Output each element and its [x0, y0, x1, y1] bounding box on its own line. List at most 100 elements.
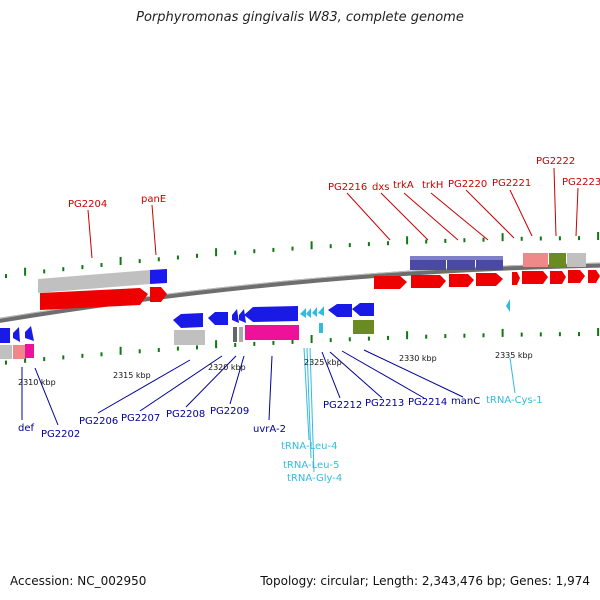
gene-bar[interactable] — [150, 269, 167, 284]
gene-label[interactable]: def — [18, 423, 35, 434]
gene-bar[interactable] — [523, 253, 548, 267]
trna-arrow[interactable] — [306, 308, 311, 318]
cds-arrow[interactable] — [239, 309, 246, 323]
tick-mark — [272, 340, 275, 345]
gene-label[interactable]: PG2223 — [562, 177, 600, 188]
gene-label[interactable]: trkA — [393, 180, 414, 191]
tick-mark — [425, 239, 428, 244]
cds-arrow[interactable] — [0, 328, 10, 343]
gene-label[interactable]: PG2207 — [121, 413, 160, 424]
gene-label[interactable]: PG2213 — [365, 398, 404, 409]
trna-label[interactable]: tRNA-Cys-1 — [486, 395, 543, 406]
trna-arrow[interactable] — [318, 306, 324, 316]
tick-mark — [119, 346, 122, 355]
gene-bar[interactable] — [174, 330, 205, 345]
trna-arrow[interactable] — [506, 299, 510, 312]
gene-label[interactable]: PG2214 — [408, 397, 447, 408]
gene-bar[interactable] — [245, 325, 299, 340]
gene-label[interactable]: PG2209 — [210, 406, 249, 417]
genome-summary-text: Topology: circular; Length: 2,343,476 bp… — [260, 574, 590, 588]
tick-mark — [138, 349, 141, 354]
cds-arrow[interactable] — [449, 274, 474, 287]
gene-bar[interactable] — [567, 253, 586, 267]
tick-mark — [157, 348, 160, 352]
gene-bar[interactable] — [233, 327, 237, 342]
cds-arrow[interactable] — [40, 288, 148, 310]
tick-mark — [62, 355, 65, 360]
scale-label: 2315 kbp — [113, 371, 151, 380]
cds-arrow[interactable] — [328, 304, 352, 317]
trna-arrow[interactable] — [319, 323, 323, 333]
cds-arrow[interactable] — [512, 272, 520, 285]
tick-mark — [597, 232, 600, 240]
gene-label[interactable]: trkH — [422, 180, 443, 191]
gene-label[interactable]: PG2204 — [68, 199, 107, 210]
tick-mark — [215, 340, 218, 349]
gene-label[interactable]: PG2212 — [323, 400, 362, 411]
cds-arrow[interactable] — [173, 313, 203, 328]
cds-arrow[interactable] — [352, 303, 374, 316]
cds-arrow[interactable] — [550, 271, 566, 284]
gene-bar[interactable] — [549, 253, 566, 267]
tick-mark — [234, 343, 237, 347]
gene-label[interactable]: PG2220 — [448, 179, 487, 190]
genome-backbone — [0, 262, 600, 323]
tick-mark — [310, 241, 313, 250]
tick-mark — [329, 338, 332, 343]
cds-arrow[interactable] — [411, 275, 446, 288]
gene-bar[interactable] — [13, 345, 25, 359]
gene-label[interactable]: PG2216 — [328, 182, 367, 193]
tick-mark — [597, 328, 600, 336]
trna-label[interactable]: tRNA-Leu-5 — [283, 460, 339, 471]
tick-mark — [406, 236, 409, 245]
tick-mark — [215, 248, 218, 257]
tick-mark — [348, 243, 351, 248]
gene-bar[interactable] — [410, 256, 503, 260]
cds-arrow[interactable] — [25, 326, 34, 341]
tick-mark — [387, 241, 389, 246]
gene-bar[interactable] — [353, 320, 374, 334]
tick-mark — [100, 352, 103, 357]
tick-mark — [119, 257, 122, 265]
cds-arrow[interactable] — [150, 287, 167, 302]
gene-bar[interactable] — [25, 344, 34, 358]
tick-mark — [272, 247, 275, 252]
cds-arrow[interactable] — [208, 312, 228, 325]
tick-mark — [291, 246, 294, 251]
tick-mark — [24, 354, 27, 363]
cds-arrow[interactable] — [476, 273, 503, 286]
forward-cds-track — [40, 270, 600, 310]
gene-label[interactable]: uvrA-2 — [253, 424, 286, 435]
gene-label[interactable]: PG2208 — [166, 409, 205, 420]
gene-label[interactable]: PG2206 — [79, 416, 118, 427]
gene-label[interactable]: dxs — [372, 182, 389, 193]
trna-arrow[interactable] — [300, 308, 306, 318]
cds-arrow[interactable] — [232, 309, 239, 323]
scale-label: 2320 kbp — [208, 363, 246, 372]
cds-arrow[interactable] — [588, 270, 600, 283]
tick-mark — [196, 253, 198, 258]
tick-mark — [463, 238, 466, 243]
gene-bar[interactable] — [239, 327, 243, 342]
gene-bar[interactable] — [38, 270, 150, 293]
map-title: Porphyromonas gingivalis W83, complete g… — [136, 10, 464, 25]
trna-arrow[interactable] — [312, 307, 317, 317]
gene-label[interactable]: PG2221 — [492, 178, 531, 189]
gene-label[interactable]: PG2222 — [536, 156, 575, 167]
trna-label[interactable]: tRNA-Leu-4 — [281, 441, 337, 452]
cds-arrow[interactable] — [374, 276, 407, 289]
gene-label[interactable]: panE — [141, 194, 166, 205]
cds-arrow[interactable] — [568, 270, 585, 283]
cds-arrow[interactable] — [13, 327, 20, 342]
trna-label[interactable]: tRNA-Gly-4 — [287, 473, 342, 484]
gene-bar[interactable] — [0, 345, 12, 359]
cds-arrow[interactable] — [522, 271, 548, 284]
accession-text: Accession: NC_002950 — [10, 574, 147, 588]
cds-arrow[interactable] — [244, 306, 298, 322]
tick-mark — [5, 360, 7, 365]
gene-label[interactable]: manC — [451, 396, 480, 407]
scale-label: 2335 kbp — [495, 351, 533, 360]
tick-mark — [501, 328, 504, 337]
gene-label[interactable]: PG2202 — [41, 429, 80, 440]
